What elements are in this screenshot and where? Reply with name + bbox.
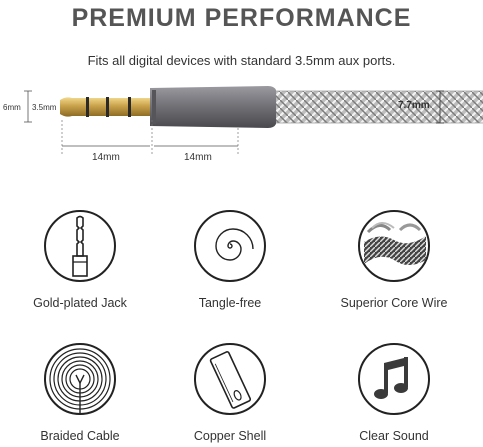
feature-braided-cable: Braided Cable: [0, 343, 160, 443]
cable-diameter-label: 7.7mm: [398, 100, 430, 111]
feature-label: Gold-plated Jack: [33, 296, 127, 310]
outer-diameter-label: 6mm: [3, 103, 21, 112]
spiral-icon: [215, 228, 254, 261]
feature-tangle-free: Tangle-free: [150, 210, 310, 310]
page-title: PREMIUM PERFORMANCE: [71, 4, 412, 32]
plug-length-label: 14mm: [92, 152, 120, 163]
concentric-rings-icon: [49, 348, 111, 413]
feature-label: Superior Core Wire: [340, 296, 448, 310]
gold-plug: [60, 97, 150, 117]
feature-copper-shell: Copper Shell: [150, 343, 310, 443]
jack-plug-icon: [72, 215, 88, 277]
feature-clear-sound: Clear Sound: [314, 343, 474, 443]
jack-diagram: [24, 86, 483, 154]
feature-gold-plated-jack: Gold-plated Jack: [0, 210, 160, 310]
copper-shell-icon: [209, 351, 252, 409]
braided-cable: [276, 91, 483, 123]
feature-label: Copper Shell: [193, 429, 267, 443]
metal-housing: [150, 86, 276, 128]
plug-diameter-label: 3.5mm: [32, 103, 57, 112]
feature-superior-core-wire: Superior Core Wire: [314, 210, 474, 310]
housing-length-label: 14mm: [184, 152, 212, 163]
feature-label: Tangle-free: [198, 296, 262, 310]
music-note-icon: [374, 357, 408, 399]
braided-wire-icon: [364, 222, 426, 265]
page-subtitle: Fits all digital devices with standard 3…: [87, 53, 396, 68]
feature-label: Clear Sound: [359, 429, 429, 443]
feature-label: Braided Cable: [40, 429, 120, 443]
